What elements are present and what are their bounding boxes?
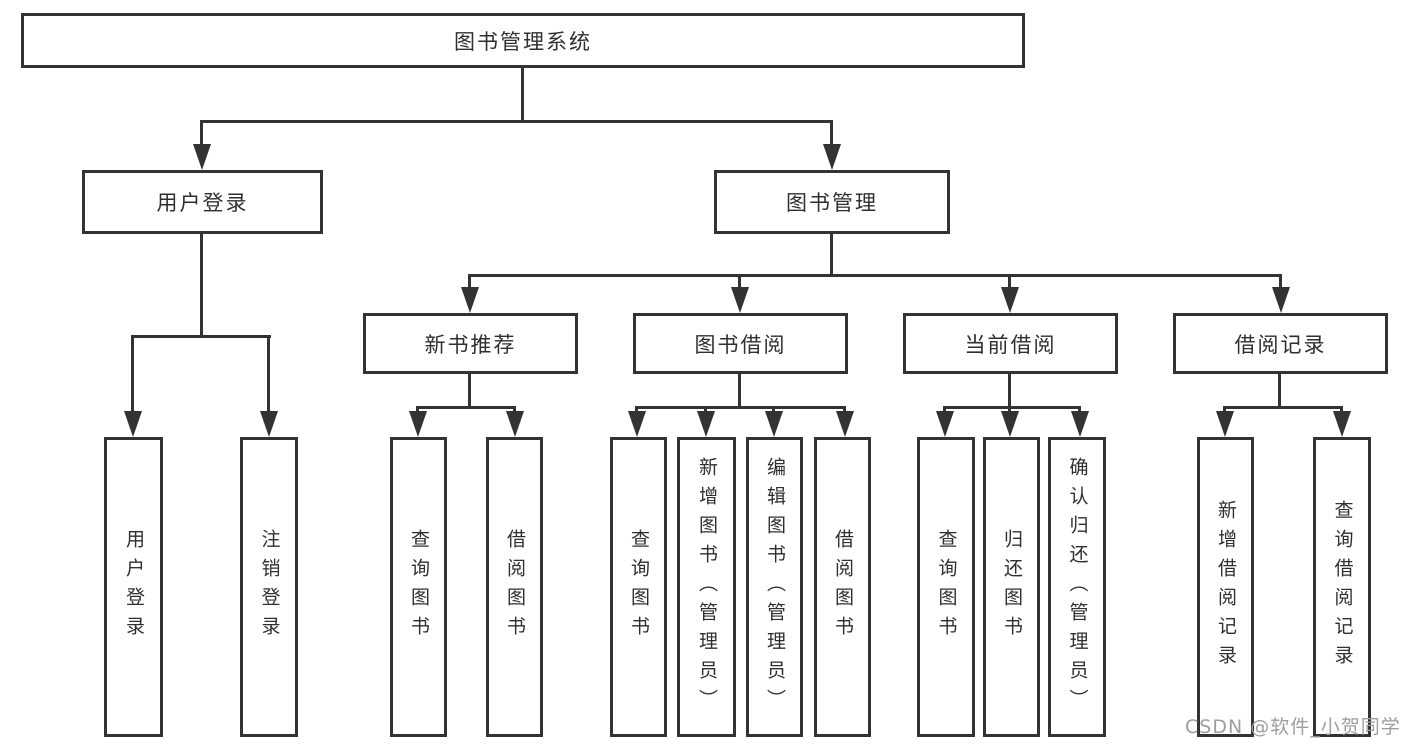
connector-vline xyxy=(521,68,524,120)
node-label: 注销登录 xyxy=(258,529,281,645)
arrow-down-icon xyxy=(836,411,854,437)
connector-vline xyxy=(943,406,946,414)
node-label: 新增图书（管理员） xyxy=(696,456,718,718)
arrow-down-icon xyxy=(1001,287,1019,313)
watermark-csdn: CSDN @软件_小贺同学 xyxy=(1185,716,1401,738)
node-confirm-return-admin: 确认归还（管理员） xyxy=(1048,437,1106,737)
node-borrow-books-recommend: 借阅图书 xyxy=(486,437,543,737)
connector-vline xyxy=(635,406,638,414)
arrow-down-icon xyxy=(936,411,954,437)
connector-hline xyxy=(635,406,846,409)
node-label: 查询借阅记录 xyxy=(1331,500,1354,674)
connector-vline xyxy=(200,120,203,148)
connector-vline xyxy=(513,406,516,414)
connector-hline xyxy=(132,335,271,338)
arrow-down-icon xyxy=(461,287,479,313)
connector-vline xyxy=(738,374,741,406)
connector-vline xyxy=(1279,274,1282,289)
node-label: 新增借阅记录 xyxy=(1215,500,1237,674)
arrow-down-icon xyxy=(1272,287,1290,313)
node-label: 借阅图书 xyxy=(504,529,526,645)
connector-vline xyxy=(1008,274,1011,289)
node-edit-book-admin: 编辑图书（管理员） xyxy=(746,437,803,737)
connector-vline xyxy=(416,406,419,414)
connector-vline xyxy=(1278,374,1281,406)
node-label: 查询图书 xyxy=(935,529,958,645)
connector-vline xyxy=(704,406,707,414)
node-label: 查询图书 xyxy=(408,529,430,645)
node-label: 归还图书 xyxy=(1001,529,1023,645)
connector-vline xyxy=(843,406,846,414)
arrow-down-icon xyxy=(193,144,211,170)
connector-vline xyxy=(200,233,203,335)
connector-vline xyxy=(1008,374,1011,406)
node-user-login: 用户登录 xyxy=(82,170,323,234)
connector-hline xyxy=(943,406,1081,409)
connector-vline xyxy=(1223,406,1226,414)
node-label: 确认归还（管理员） xyxy=(1066,456,1089,718)
connector-vline xyxy=(738,274,741,289)
connector-hline xyxy=(416,406,516,409)
connector-vline xyxy=(772,406,775,414)
arrow-down-icon xyxy=(506,411,524,437)
connector-vline xyxy=(830,120,833,148)
arrow-down-icon xyxy=(260,411,278,437)
node-current-borrowing: 当前借阅 xyxy=(903,313,1118,374)
connector-vline xyxy=(1340,406,1343,414)
node-borrow-books: 借阅图书 xyxy=(814,437,871,737)
arrow-down-icon xyxy=(823,144,841,170)
node-library-system: 图书管理系统 xyxy=(21,13,1025,68)
node-label: 借阅图书 xyxy=(832,529,854,645)
node-book-borrowing: 图书借阅 xyxy=(633,313,848,374)
node-label: 用户登录 xyxy=(123,529,145,645)
arrow-down-icon xyxy=(697,411,715,437)
node-borrowing-records: 借阅记录 xyxy=(1173,313,1388,374)
connector-hline xyxy=(468,274,1282,277)
arrow-down-icon xyxy=(1071,411,1089,437)
node-add-book-admin: 新增图书（管理员） xyxy=(677,437,736,737)
node-query-books-borrowing: 查询图书 xyxy=(610,437,667,737)
node-label: 查询图书 xyxy=(628,529,650,645)
connector-vline xyxy=(1008,406,1011,414)
arrow-down-icon xyxy=(409,411,427,437)
node-book-management: 图书管理 xyxy=(714,170,950,234)
node-add-borrow-record: 新增借阅记录 xyxy=(1197,437,1254,737)
node-return-book: 归还图书 xyxy=(983,437,1040,737)
arrow-down-icon xyxy=(1001,411,1019,437)
connector-vline xyxy=(830,234,833,274)
connector-vline xyxy=(1078,406,1081,414)
connector-hline xyxy=(201,120,833,123)
connector-vline xyxy=(131,335,134,413)
node-user-login-leaf: 用户登录 xyxy=(104,437,163,737)
node-query-books-current: 查询图书 xyxy=(917,437,975,737)
node-logout: 注销登录 xyxy=(240,437,298,737)
arrow-down-icon xyxy=(765,411,783,437)
arrow-down-icon xyxy=(124,411,142,437)
arrow-down-icon xyxy=(1216,411,1234,437)
connector-hline xyxy=(1223,406,1343,409)
node-label: 编辑图书（管理员） xyxy=(764,456,786,718)
connector-vline xyxy=(267,335,270,413)
arrow-down-icon xyxy=(628,411,646,437)
connector-vline xyxy=(468,374,471,406)
arrow-down-icon xyxy=(1333,411,1351,437)
arrow-down-icon xyxy=(731,287,749,313)
node-query-borrow-record: 查询借阅记录 xyxy=(1313,437,1371,737)
node-new-book-recommendation: 新书推荐 xyxy=(363,313,578,374)
connector-vline xyxy=(468,274,471,289)
node-query-books-recommend: 查询图书 xyxy=(390,437,447,737)
